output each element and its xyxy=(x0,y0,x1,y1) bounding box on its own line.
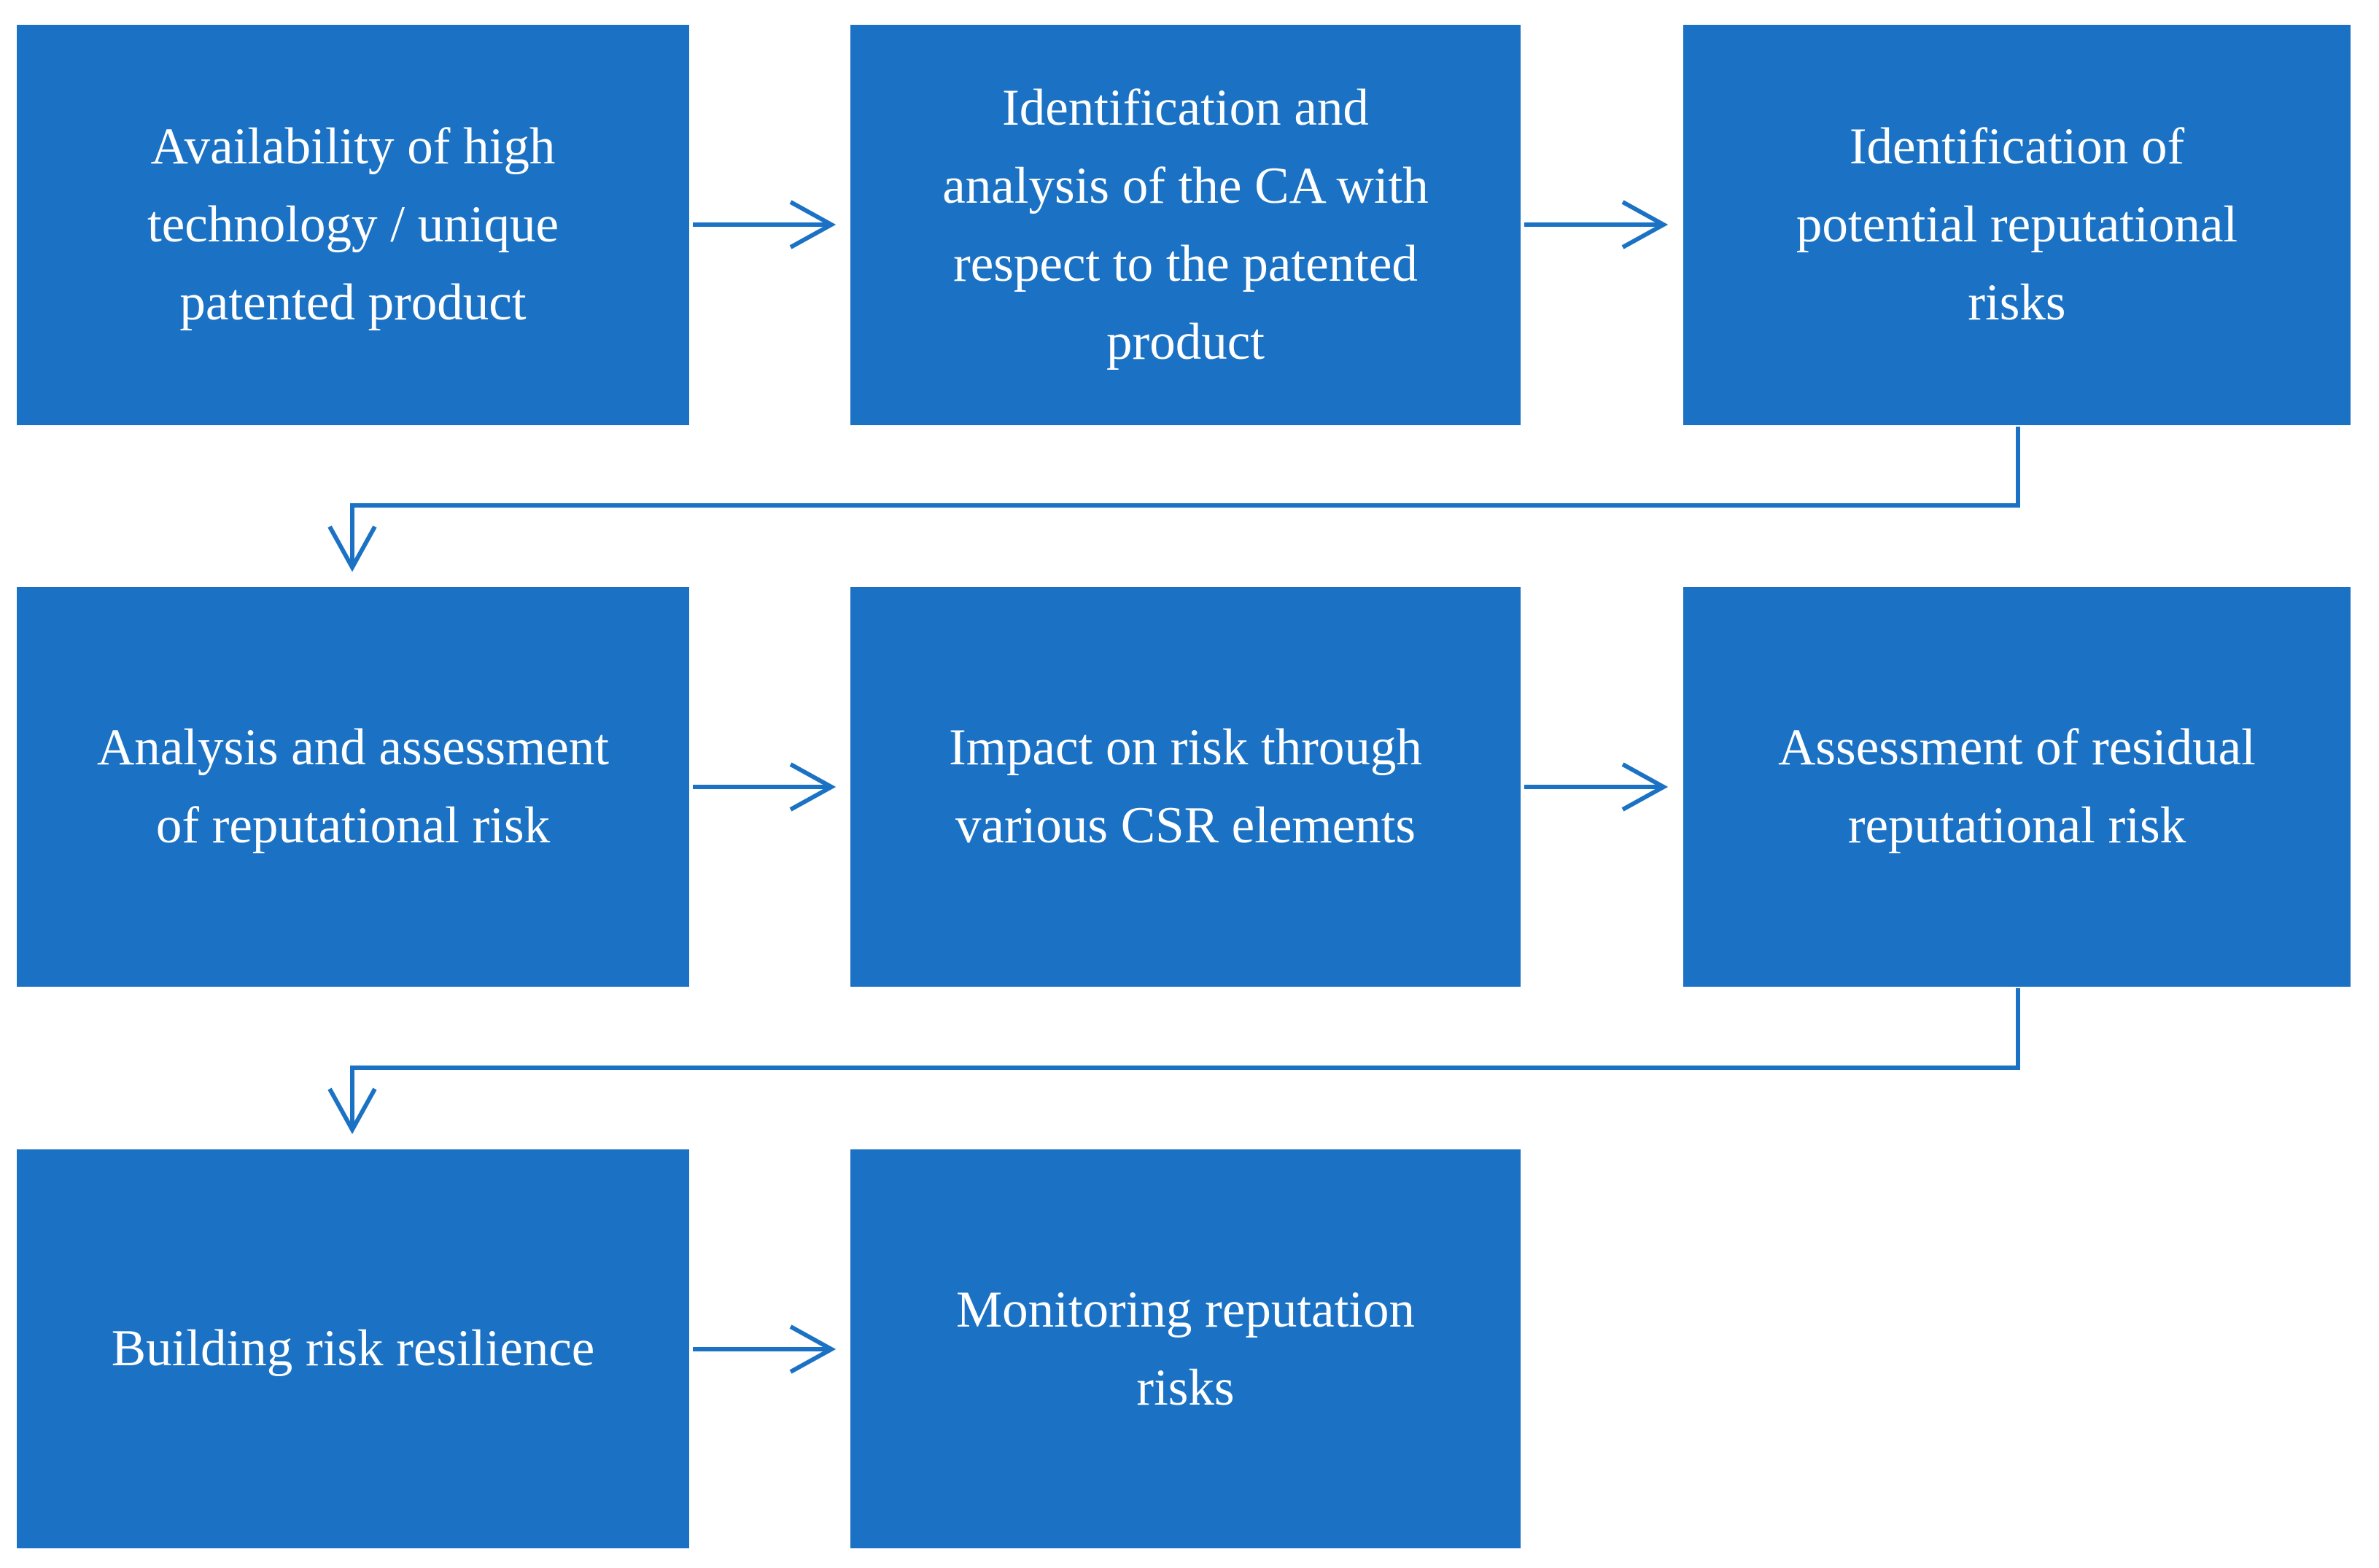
arrow-n7-n8 xyxy=(693,1324,837,1374)
flow-node-monitoring-reputation-risks: Monitoring reputation risks xyxy=(850,1149,1521,1548)
arrow-n4-n5 xyxy=(693,762,837,812)
arrow-head-icon xyxy=(789,1324,837,1374)
elbow-arrow-n6-n7 xyxy=(327,988,2020,1135)
arrow-head-icon xyxy=(327,525,377,573)
arrow-n1-n2 xyxy=(693,200,837,249)
flow-node-label: Impact on risk through various CSR eleme… xyxy=(949,719,1422,854)
arrow-head-icon xyxy=(1621,762,1669,812)
flow-node-identification-potential-risks: Identification of potential reputational… xyxy=(1683,25,2351,425)
flow-node-label: Identification and analysis of the CA wi… xyxy=(942,79,1429,370)
arrow-head-icon xyxy=(1621,200,1669,249)
flow-node-label: Availability of high technology / unique… xyxy=(147,118,559,331)
arrow-head-icon xyxy=(789,200,837,249)
flow-node-label: Building risk resilience xyxy=(111,1320,595,1377)
arrow-shaft xyxy=(350,427,2020,566)
elbow-arrow-n3-n4 xyxy=(327,427,2020,573)
flow-node-analysis-assessment-risk: Analysis and assessment of reputational … xyxy=(17,587,689,987)
flow-node-assessment-residual-risk: Assessment of residual reputational risk xyxy=(1683,587,2351,987)
flow-node-label: Identification of potential reputational… xyxy=(1796,118,2238,331)
flow-node-label: Monitoring reputation risks xyxy=(955,1281,1416,1416)
flow-node-label: Assessment of residual reputational risk xyxy=(1778,719,2256,854)
flow-node-label: Analysis and assessment of reputational … xyxy=(96,719,610,854)
arrow-n2-n3 xyxy=(1524,200,1669,249)
arrow-shaft xyxy=(350,988,2020,1128)
flow-node-impact-csr-elements: Impact on risk through various CSR eleme… xyxy=(850,587,1521,987)
arrow-head-icon xyxy=(327,1087,377,1135)
arrow-head-icon xyxy=(789,762,837,812)
flow-node-identification-analysis-ca: Identification and analysis of the CA wi… xyxy=(850,25,1521,425)
flow-node-availability-high-technology: Availability of high technology / unique… xyxy=(17,25,689,425)
flow-node-building-risk-resilience: Building risk resilience xyxy=(17,1149,689,1548)
arrow-n5-n6 xyxy=(1524,762,1669,812)
